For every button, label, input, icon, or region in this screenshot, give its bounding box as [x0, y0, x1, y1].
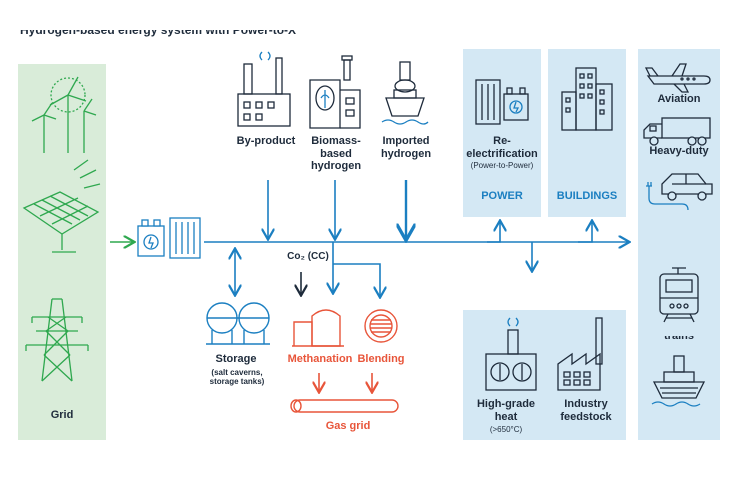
- electric-car-icon: [646, 173, 713, 211]
- reelectrification-sublabel: (Power-to-Power): [470, 161, 534, 170]
- storage-tanks-icon: [206, 302, 270, 345]
- byproduct-label: By-product: [236, 135, 296, 147]
- ship-icon: [651, 355, 706, 407]
- high-grade-heat-icon: [485, 317, 537, 391]
- truck-icon: [643, 117, 711, 146]
- power-panel: [463, 49, 541, 217]
- imported-label: Imported hydrogen: [380, 135, 432, 160]
- diagram-title: Hydrogen-based energy system with Power-…: [20, 23, 297, 37]
- blending-label: Blending: [357, 353, 405, 365]
- trains-label: trains: [664, 330, 694, 342]
- train-icon: [659, 267, 699, 323]
- electrolyser-icon: [137, 217, 201, 259]
- transport-panel: [638, 49, 720, 440]
- biomass-plant-icon: [309, 55, 361, 129]
- blending-icon: [364, 309, 398, 343]
- tanker-ship-icon: [381, 61, 429, 125]
- co2-label: Co₂ (CC): [287, 251, 329, 262]
- industry-factory-icon: [557, 317, 603, 391]
- pylon-icon: [25, 298, 89, 382]
- industry-panel: [463, 310, 626, 440]
- buildings-panel: [548, 49, 626, 217]
- storage-label: Storage: [215, 353, 257, 365]
- factory-byproduct-icon: [237, 51, 291, 127]
- solar-panel-icon: [22, 159, 101, 253]
- wind-turbine-icon: [31, 76, 97, 153]
- methanation-label: Methanation: [287, 353, 353, 365]
- aviation-label: Aviation: [657, 93, 701, 105]
- storage-sublabel: (salt caverns, storage tanks): [209, 368, 265, 387]
- biomass-label: Biomass- based hydrogen: [310, 135, 362, 173]
- gas-pipe-icon: [290, 399, 399, 413]
- methanation-icon: [292, 309, 344, 347]
- grid-label: Grid: [50, 409, 74, 421]
- heat-temperature-label: (>650°C): [489, 425, 523, 434]
- power-label: POWER: [481, 190, 523, 202]
- gas-grid-label: Gas grid: [325, 420, 371, 432]
- buildings-label: BUILDINGS: [556, 190, 618, 202]
- reelectrification-icon: [475, 79, 529, 125]
- buildings-icon: [561, 67, 613, 131]
- industry-feedstock-label: Industry feedstock: [560, 398, 612, 423]
- airplane-icon: [644, 63, 711, 93]
- reelectrification-label: Re- electrification: [466, 135, 538, 160]
- high-grade-heat-label: High-grade heat: [476, 398, 536, 423]
- heavy-duty-label: Heavy-duty: [649, 145, 709, 157]
